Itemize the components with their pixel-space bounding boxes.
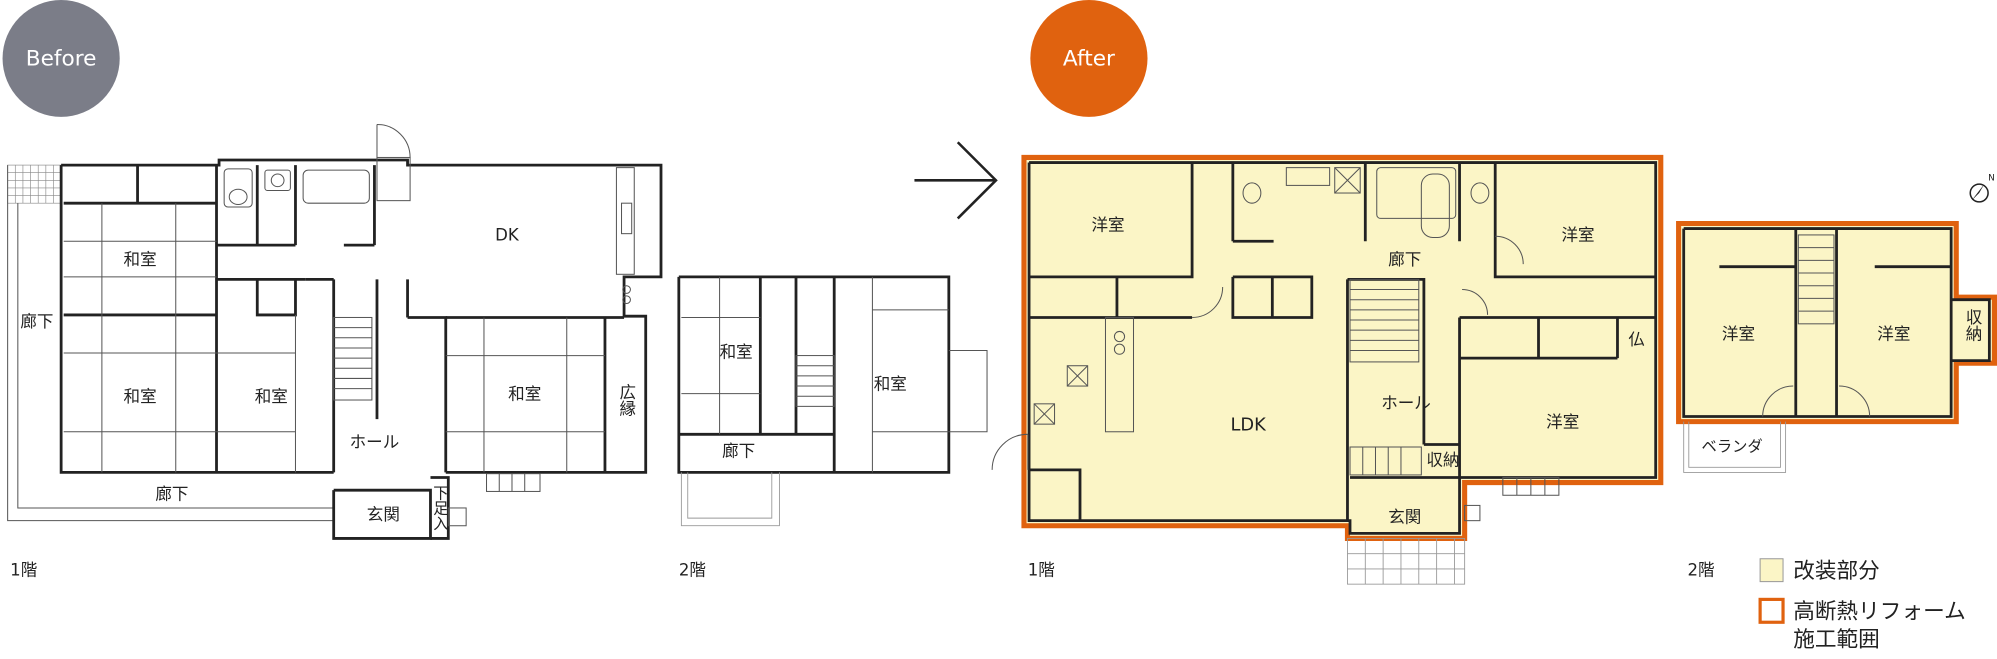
room-label: 和室 [124,387,157,406]
room-label-vertical: 広縁 [617,383,636,416]
after-badge: After [1030,0,1148,117]
room-label: 和室 [874,374,907,393]
room-label: LDK [1230,414,1267,435]
legend-swatch-insulation [1758,597,1785,624]
room-label: 廊下 [155,485,188,504]
room-label: 廊下 [1388,250,1421,269]
room-label: ベランダ [1702,438,1763,456]
room-label: 洋室 [1722,325,1755,344]
floor-label: 1階 [10,560,37,579]
room-label-vertical: 収納 [1963,308,1982,342]
room-label: 洋室 [1561,226,1594,245]
before-floor1-plan: 和室 和室 和室 和室 DK ホール 廊下 廊下 玄関 広縁 下足入 [7,123,663,540]
before-badge-label: Before [26,47,97,72]
room-label: 和室 [255,387,288,406]
room-label: ホール [1381,393,1431,412]
room-label: 仏 [1628,330,1645,349]
room-label: 洋室 [1877,325,1910,344]
legend-label-insulation-2: 施工範囲 [1793,627,1880,652]
checker-pattern [7,164,62,204]
room-label: 収納 [1426,450,1459,469]
room-label: 和室 [508,384,541,403]
before-floor2-plan: 和室 和室 廊下 [677,275,988,527]
after-badge-label: After [1063,47,1115,72]
compass-letter: N [1988,173,1995,183]
room-label: 玄関 [367,505,400,524]
legend-label-insulation: 高断熱リフォーム [1793,599,1965,624]
room-label: 洋室 [1091,216,1124,235]
room-label: 廊下 [20,312,53,331]
after-floor2-plan: 洋室 洋室 収納 ベランダ [1676,220,1997,473]
legend: 改装部分 高断熱リフォーム 施工範囲 [1758,558,1966,652]
room-label-vertical: 下足入 [431,485,449,531]
room-label: ホール [350,433,400,452]
arrow-right-icon [914,141,998,220]
room-label: 和室 [124,250,157,269]
room-label: DK [495,226,520,245]
before-badge: Before [2,0,120,117]
after-floor1-plan: 洋室 洋室 洋室 LDK 廊下 ホール 収納 玄関 仏 [991,154,1664,585]
floor-label: 1階 [1028,560,1055,579]
room-label: 廊下 [722,442,755,461]
room-label: 和室 [720,343,753,362]
floor-label: 2階 [679,560,706,579]
compass-icon: N [1969,173,1995,203]
room-label: 洋室 [1546,412,1579,431]
floor-label: 2階 [1688,560,1715,579]
room-label: 玄関 [1388,508,1421,527]
legend-label-renovated: 改装部分 [1793,559,1880,584]
legend-swatch-renovated [1759,558,1784,583]
